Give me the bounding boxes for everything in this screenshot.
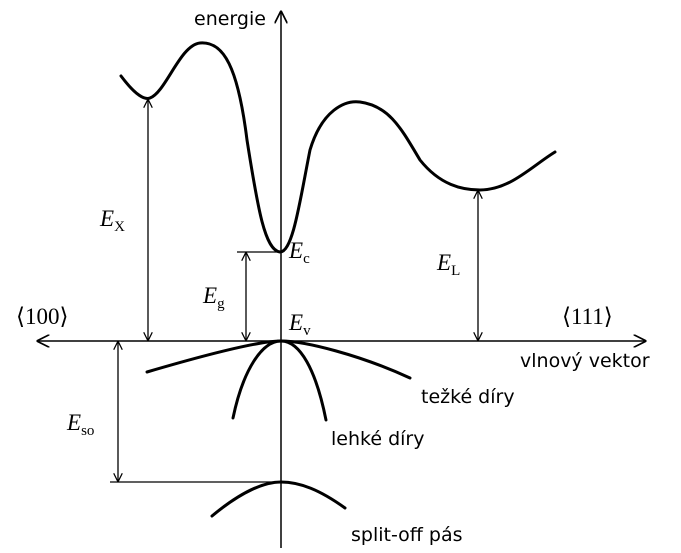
split-off-band-curve — [210, 480, 347, 518]
split-off-label: split-off pás — [351, 524, 463, 546]
eso-label: Eso — [66, 410, 94, 439]
eg-label: Eg — [202, 283, 225, 312]
energy-axis-label: energie — [194, 8, 266, 30]
el-label: EL — [436, 250, 460, 279]
light-holes-label: lehké díry — [331, 428, 424, 450]
heavy-holes-curve — [145, 339, 412, 380]
direction-100-label: ⟨100⟩ — [16, 304, 68, 329]
ex-label: EX — [99, 206, 125, 235]
light-holes-curve — [231, 339, 328, 422]
ev-label: Ev — [288, 310, 311, 339]
wave-vector-axis-label: vlnový vektor — [520, 350, 650, 372]
ec-label: Ec — [288, 238, 310, 267]
conduction-band-curve — [119, 41, 557, 254]
heavy-holes-label: težké díry — [421, 386, 515, 408]
direction-111-label: ⟨111⟩ — [562, 304, 613, 329]
